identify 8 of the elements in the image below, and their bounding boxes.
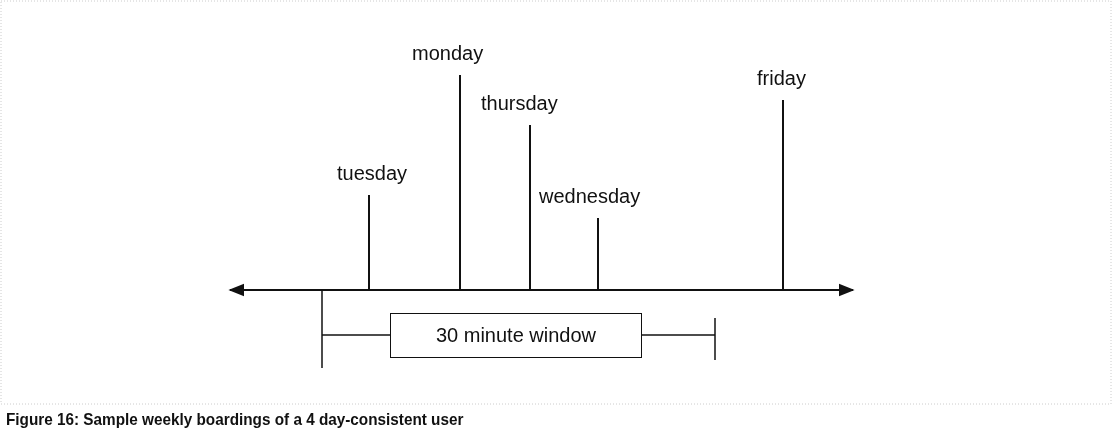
box-label: 30 minute window	[435, 324, 597, 347]
day-label: thursday	[481, 92, 558, 115]
day-label: tuesday	[337, 162, 408, 185]
label-box	[390, 313, 642, 358]
figure-caption: Figure 16: Sample weekly boardings of a 4 day-consistent user	[6, 410, 464, 430]
day-label: wednesday	[539, 185, 641, 208]
day-label: monday	[412, 42, 484, 65]
day-label: friday	[757, 67, 806, 90]
